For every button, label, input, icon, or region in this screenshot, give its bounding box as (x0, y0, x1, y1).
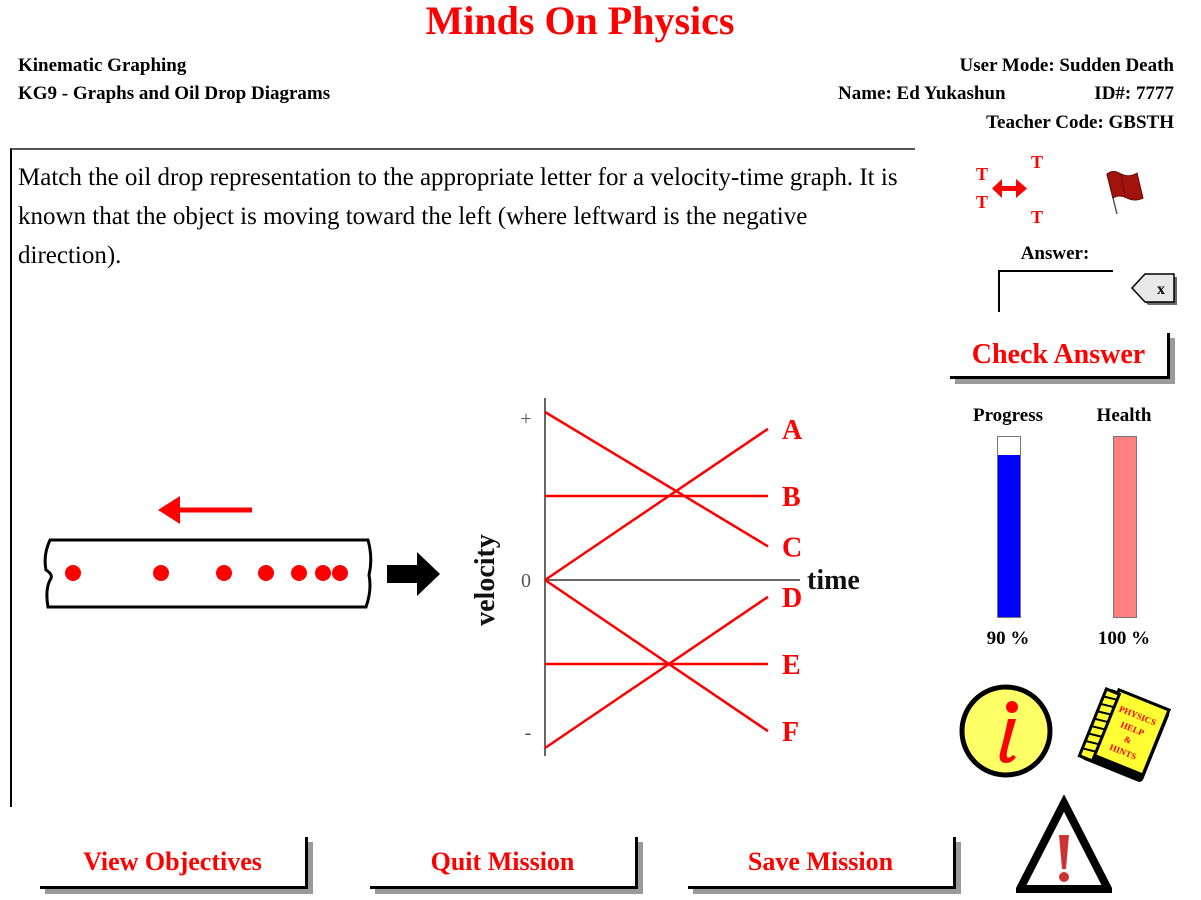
user-name: Name: Ed Yukashun (838, 83, 1006, 104)
health-label: Health (1096, 405, 1152, 426)
oil-drops (65, 565, 348, 581)
graph-line-c (544, 410, 769, 548)
svg-text:&: & (1123, 734, 1134, 746)
progress-bar (997, 436, 1021, 618)
warning-icon[interactable] (1016, 795, 1112, 895)
help-hints-book-icon[interactable]: PHYSICS HELP & HINTS (1077, 684, 1175, 784)
graph-line-label-f: F (782, 717, 799, 748)
health-percent: 100 % (1097, 628, 1151, 649)
oil-drop (332, 565, 348, 581)
save-mission-button[interactable]: Save Mission (688, 837, 956, 889)
user-id: ID#: 7777 (1094, 83, 1174, 104)
teacher-code: Teacher Code: GBSTH (986, 112, 1174, 133)
question-panel (10, 148, 915, 807)
app-title: Minds On Physics (425, 0, 735, 43)
rearrange-icon[interactable]: T T T T (970, 148, 1050, 226)
progress-percent: 90 % (986, 628, 1030, 649)
graph-line-label-d: D (782, 583, 802, 614)
oil-drop (153, 565, 169, 581)
double-arrow-icon (992, 179, 1027, 198)
oil-drop (291, 565, 307, 581)
y-axis-label: velocity (470, 534, 501, 626)
clear-icon: x (1157, 281, 1165, 298)
answer-label: Answer: (1020, 243, 1090, 264)
svg-text:T: T (976, 164, 988, 184)
lesson-title: KG9 - Graphs and Oil Drop Diagrams (18, 83, 331, 104)
oil-drop-diagram (43, 496, 440, 609)
graph-line-label-e: E (782, 650, 801, 681)
module-title: Kinematic Graphing (18, 55, 187, 76)
flag-icon[interactable] (1103, 168, 1149, 216)
graph-line-f (544, 578, 769, 733)
svg-text:T: T (1031, 207, 1043, 226)
user-mode: User Mode: Sudden Death (959, 55, 1174, 76)
answer-input[interactable] (998, 270, 1113, 312)
view-objectives-button[interactable]: View Objectives (40, 837, 308, 889)
svg-text:T: T (1031, 152, 1043, 172)
direction-arrow-icon (158, 496, 252, 524)
x-axis-label: time (807, 565, 860, 596)
conversion-arrow-icon (387, 552, 440, 596)
clear-answer-button[interactable]: x (1130, 272, 1178, 306)
graph-line-label-c: C (782, 532, 802, 563)
progress-bar-fill (998, 455, 1020, 617)
health-bar (1113, 436, 1137, 618)
progress-label: Progress (972, 405, 1043, 426)
ticker-tape (43, 538, 373, 609)
velocity-time-graph: + 0 - velocity time A BCD E F (470, 398, 860, 756)
health-bar-fill (1114, 437, 1136, 617)
quit-mission-button[interactable]: Quit Mission (370, 837, 638, 889)
svg-text:T: T (976, 192, 988, 212)
graph-line-a (544, 427, 769, 582)
oil-drop (216, 565, 232, 581)
graph-line-d (544, 595, 769, 750)
graph-line-label-a: A (782, 415, 803, 446)
oil-drop (315, 565, 331, 581)
oil-drop (258, 565, 274, 581)
tick-minus: - (525, 722, 532, 744)
graph-line-label-b: B (782, 482, 801, 513)
tick-plus: + (520, 408, 531, 430)
check-answer-button[interactable]: Check Answer (950, 333, 1170, 379)
oil-drop (65, 565, 81, 581)
info-icon[interactable] (958, 683, 1054, 779)
tick-zero: 0 (521, 570, 531, 592)
question-text: Match the oil drop representation to the… (18, 164, 898, 269)
